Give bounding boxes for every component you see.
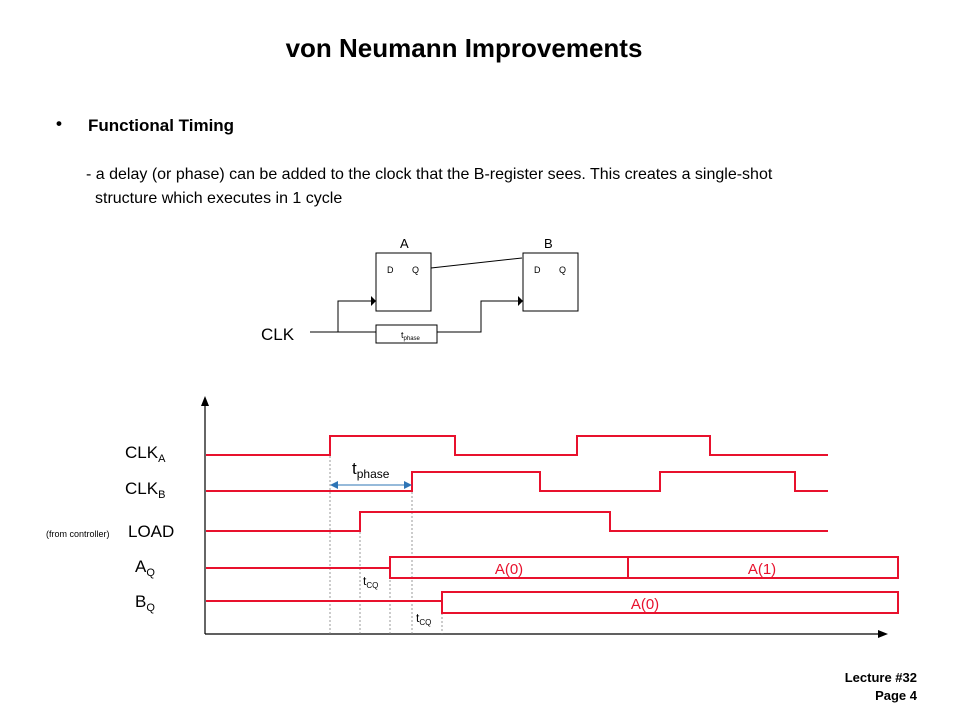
bq-segment-1-value: A(0) (631, 596, 659, 613)
clkb-label-sub: B (158, 489, 165, 501)
clka-label-main: CLK (125, 443, 159, 462)
waveforms (206, 435, 899, 614)
timing-axes (201, 396, 888, 638)
delay-box (375, 324, 438, 344)
clka-label: CLKA (125, 443, 166, 465)
clkb-label-main: CLK (125, 479, 159, 498)
delay-label: tphase (401, 330, 421, 342)
aq-label-sub: Q (146, 567, 155, 579)
register-b-q-pin: Q (559, 265, 566, 275)
delay-label-t: t (401, 330, 404, 340)
tcq2-label: tCQ (416, 611, 431, 627)
tcq2-label-sub: CQ (419, 618, 431, 627)
clk-arrow-a (371, 296, 376, 306)
x-axis-arrow (878, 630, 888, 638)
aq-segment-2-value: A(1) (748, 561, 776, 578)
circuit-diagram (310, 252, 579, 344)
clka-label-sub: A (158, 453, 166, 465)
wire-delay-to-b (437, 300, 523, 333)
register-a-label: A (400, 236, 409, 251)
slide-title: von Neumann Improvements (285, 33, 643, 63)
load-prefix-label: (from controller) (46, 529, 110, 539)
load-label: LOAD (128, 522, 174, 541)
clkb-waveform (206, 471, 828, 492)
tphase-label-sub: phase (357, 467, 390, 481)
description-line-2: structure which executes in 1 cycle (95, 190, 343, 207)
clk-arrow-b (518, 296, 523, 306)
wire-clk-to-a (310, 300, 376, 333)
bq-label-main: B (135, 592, 146, 611)
page-number: Page 4 (875, 688, 917, 703)
load-waveform (206, 511, 828, 532)
bq-label: BQ (135, 592, 155, 614)
tcq1-label-main: t (363, 574, 367, 588)
aq-label-main: A (135, 557, 147, 576)
tphase-label: tphase (352, 459, 390, 481)
tphase-label-main: t (352, 459, 357, 478)
wire-a-to-b (430, 257, 523, 269)
register-b-box (522, 252, 579, 312)
tphase-arrow (330, 481, 412, 489)
description-line-1: - a delay (or phase) can be added to the… (86, 166, 773, 183)
bq-bus-box (441, 591, 899, 614)
bullet-dot: • (56, 114, 62, 133)
register-b-d-pin: D (534, 265, 541, 275)
clkb-label: CLKB (125, 479, 165, 501)
tcq2-label-main: t (416, 611, 420, 625)
aq-bus-box (389, 556, 899, 579)
register-a-box (375, 252, 432, 312)
register-b-label: B (544, 236, 553, 251)
y-axis-arrow (201, 396, 209, 406)
delay-label-sub: phase (404, 336, 421, 342)
lecture-number: Lecture #32 (844, 670, 917, 685)
tphase-arrow-right (404, 481, 412, 489)
register-a-q-pin: Q (412, 265, 419, 275)
aq-segment-1-value: A(0) (495, 561, 523, 578)
bq-label-sub: Q (146, 602, 155, 614)
bullet-heading: Functional Timing (88, 116, 235, 135)
timing-guides (329, 436, 443, 634)
register-a-d-pin: D (387, 265, 394, 275)
tcq1-label-sub: CQ (366, 581, 378, 590)
aq-label: AQ (135, 557, 155, 579)
clka-waveform (206, 435, 828, 456)
clk-label: CLK (261, 325, 295, 344)
tphase-arrow-left (330, 481, 338, 489)
tcq1-label: tCQ (363, 574, 378, 590)
